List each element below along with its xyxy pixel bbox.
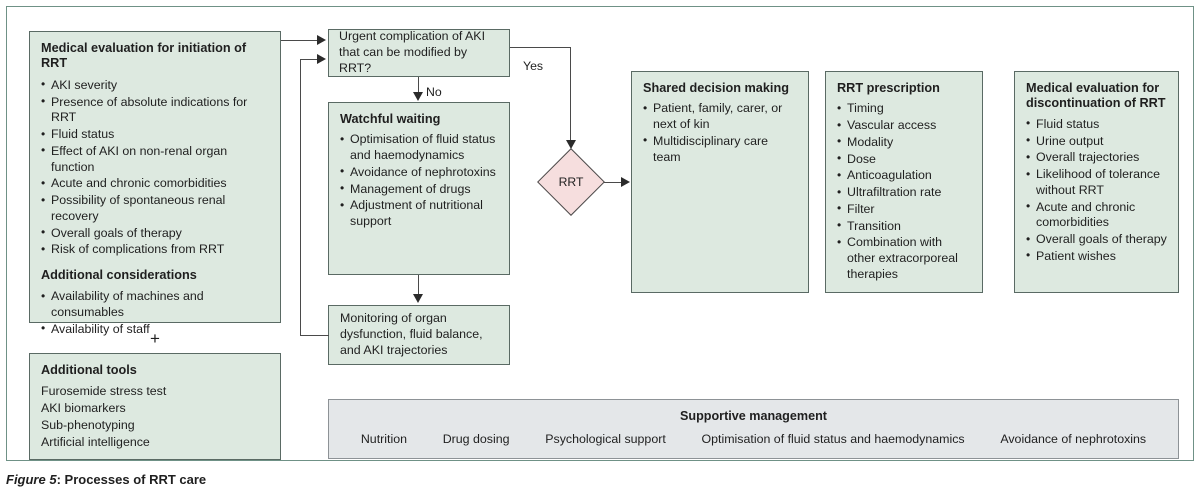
node-text: Monitoring of organ dysfunction, fluid b…: [340, 311, 483, 357]
connector-urgent-yes-vertical: [570, 47, 572, 142]
node-title: Supportive management: [680, 409, 827, 423]
node-additional-tools: Additional tools Furosemide stress test …: [29, 353, 281, 460]
list-item: Fluid status: [1026, 116, 1167, 133]
list-item: Psychological support: [545, 431, 666, 446]
plus-connector-symbol: +: [150, 328, 160, 348]
list-item: Patient wishes: [1026, 248, 1167, 265]
edge-label-yes: Yes: [523, 59, 544, 73]
list-item: Modality: [837, 134, 971, 151]
node-watchful-waiting: Watchful waiting Optimisation of fluid s…: [328, 102, 510, 275]
arrowhead-rrt-to-shared: [621, 177, 630, 187]
watchful-waiting-list: Optimisation of fluid status and haemody…: [340, 132, 498, 230]
arrowhead-eval-to-urgent: [317, 35, 326, 45]
list-item: Artificial intelligence: [41, 434, 150, 449]
list-item: Effect of AKI on non-renal organ functio…: [41, 143, 269, 176]
node-medical-evaluation-discontinuation: Medical evaluation for discontinuation o…: [1014, 71, 1179, 293]
list-item: Combination with other extracorporeal th…: [837, 235, 971, 282]
node-title: RRT prescription: [837, 81, 940, 95]
list-item: Transition: [837, 218, 971, 235]
list-item: Filter: [837, 201, 971, 218]
connector-rrt-to-shared: [604, 182, 623, 184]
list-item: Overall goals of therapy: [1026, 232, 1167, 248]
connector-monitoring-loop-vertical: [300, 59, 302, 336]
list-item: Optimisation of fluid status and haemody…: [701, 431, 965, 446]
list-item: Ultrafiltration rate: [837, 185, 971, 201]
connector-watchful-to-monitoring: [418, 275, 420, 295]
list-item: Nutrition: [360, 431, 407, 446]
arrowhead-monitoring-loop: [317, 54, 326, 64]
figure-separator: :: [56, 472, 65, 487]
node-title: Watchful waiting: [340, 112, 441, 126]
list-item: Presence of absolute indications for RRT: [41, 94, 269, 127]
list-item: Likelihood of tolerance without RRT: [1026, 167, 1167, 199]
list-item: Overall goals of therapy: [41, 225, 269, 242]
list-item: Adjustment of nutritional support: [340, 198, 498, 230]
list-item: Dose: [837, 151, 971, 168]
list-item: Availability of staff: [41, 321, 269, 338]
list-item: Avoidance of nephrotoxins: [340, 164, 498, 181]
node-supportive-management: Supportive management Nutrition Drug dos…: [328, 399, 1179, 459]
list-item: Patient, family, carer, or next of kin: [643, 101, 797, 133]
list-item: Drug dosing: [442, 431, 510, 446]
list-item: Possibility of spontaneous renal recover…: [41, 193, 269, 225]
node-medical-evaluation-initiation: Medical evaluation for initiation of RRT…: [29, 31, 281, 336]
list-item: Timing: [837, 101, 971, 117]
node-shared-decision-making: Shared decision making Patient, family, …: [631, 71, 809, 293]
list-item: AKI biomarkers: [41, 401, 126, 416]
list-item: Availability of machines and consumables: [41, 289, 269, 321]
arrowhead-urgent-to-watchful: [413, 92, 423, 101]
connector-urgent-yes-horizontal: [510, 47, 571, 49]
list-item: Furosemide stress test: [41, 384, 167, 399]
edge-label-no: No: [426, 85, 442, 99]
node-title: Shared decision making: [643, 81, 789, 95]
discontinuation-list: Fluid status Urine output Overall trajec…: [1026, 116, 1167, 265]
figure-caption-text: Processes of RRT care: [64, 472, 207, 487]
diamond-label: RRT: [558, 175, 584, 189]
node-subtitle-additional-considerations: Additional considerations: [41, 268, 197, 283]
connector-monitoring-loop-bottom: [300, 335, 329, 337]
node-title: Medical evaluation for initiation of RRT: [41, 41, 247, 71]
arrowhead-yes-to-rrt: [566, 140, 576, 149]
list-item: Overall trajectories: [1026, 150, 1167, 166]
list-item: Multidisciplinary care team: [643, 133, 797, 166]
node-rrt-prescription: RRT prescription Timing Vascular access …: [825, 71, 983, 293]
connector-monitoring-loop-top: [300, 59, 318, 61]
list-item: Avoidance of nephrotoxins: [1000, 431, 1147, 446]
list-item: Optimisation of fluid status and haemody…: [340, 132, 498, 164]
connector-eval-to-urgent: [281, 40, 317, 42]
list-item: Fluid status: [41, 127, 269, 143]
list-item: AKI severity: [41, 77, 269, 94]
list-item: Acute and chronic comorbidities: [1026, 199, 1167, 232]
figure-caption: Figure 5: Processes of RRT care: [6, 472, 206, 487]
shared-decision-list: Patient, family, carer, or next of kin M…: [643, 101, 797, 165]
node-text: Urgent complication of AKI that can be m…: [339, 29, 486, 75]
list-item: Anticoagulation: [837, 168, 971, 184]
list-item: Risk of complications from RRT: [41, 242, 269, 258]
additional-considerations-list: Availability of machines and consumables…: [41, 289, 269, 337]
arrowhead-watchful-to-monitoring: [413, 294, 423, 303]
node-urgent-complication-decision: Urgent complication of AKI that can be m…: [328, 29, 510, 77]
list-item: Vascular access: [837, 118, 971, 134]
list-item: Acute and chronic comorbidities: [41, 176, 269, 192]
figure-frame: Medical evaluation for initiation of RRT…: [6, 6, 1194, 461]
node-rrt-decision-diamond: RRT: [537, 148, 605, 216]
rrt-prescription-list: Timing Vascular access Modality Dose Ant…: [837, 101, 971, 282]
node-title: Medical evaluation for discontinuation o…: [1026, 81, 1166, 111]
node-title: Additional tools: [41, 363, 137, 377]
supportive-management-row: Nutrition Drug dosing Psychological supp…: [329, 425, 1178, 448]
figure-number: Figure 5: [6, 472, 57, 487]
additional-tools-list: Furosemide stress test AKI biomarkers Su…: [41, 384, 269, 450]
list-item: Sub-phenotyping: [41, 417, 135, 432]
medical-evaluation-list: AKI severity Presence of absolute indica…: [41, 77, 269, 258]
node-monitoring-organ-dysfunction: Monitoring of organ dysfunction, fluid b…: [328, 305, 510, 365]
list-item: Management of drugs: [340, 181, 498, 198]
connector-urgent-to-watchful: [418, 77, 420, 94]
list-item: Urine output: [1026, 133, 1167, 150]
